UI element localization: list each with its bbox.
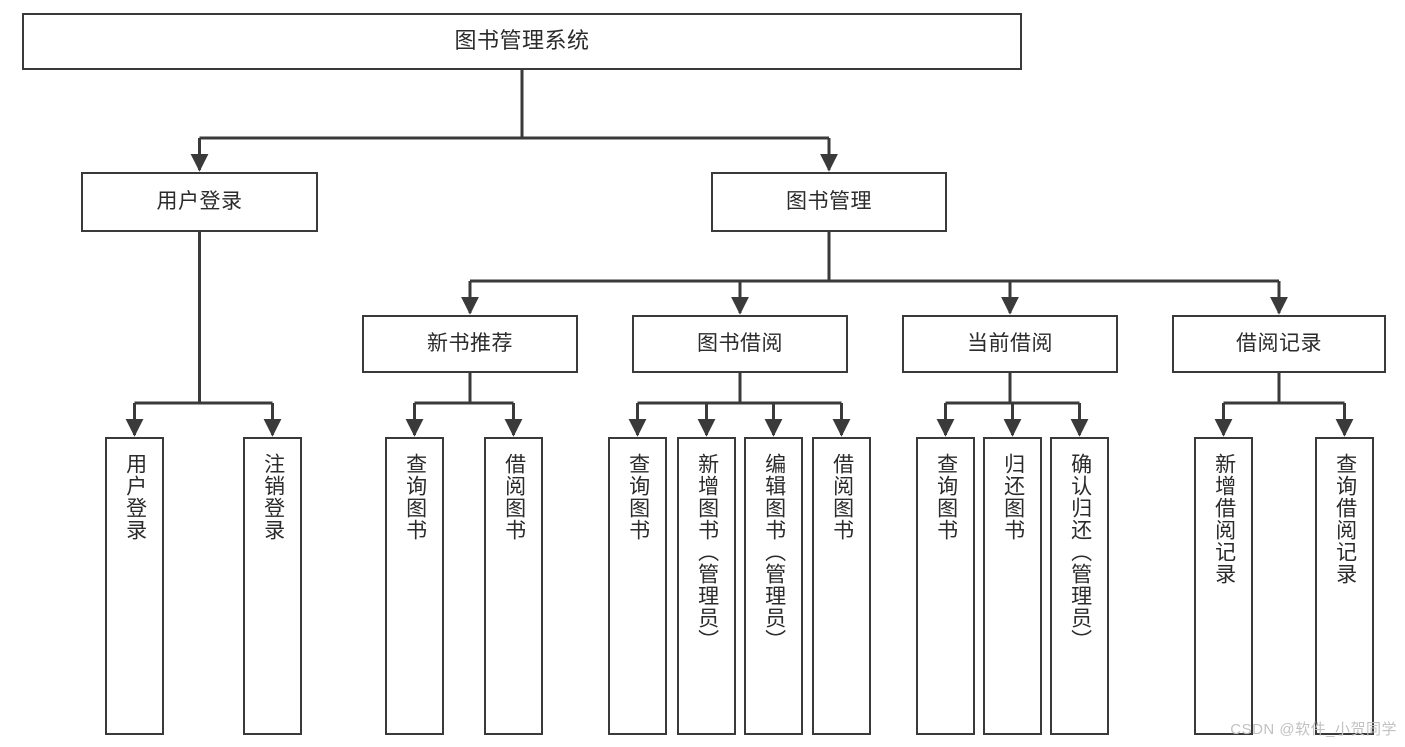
node-current-borrow-label: 当前借阅 <box>967 332 1053 356</box>
node-leaf-borrow-book-label: 借阅图书 <box>830 453 854 541</box>
node-leaf-query-book-current-label: 查询图书 <box>934 453 958 541</box>
node-leaf-user-login[interactable]: 用户登录 <box>105 437 164 735</box>
node-leaf-borrow-book-rec-label: 借阅图书 <box>502 453 526 541</box>
node-root[interactable]: 图书管理系统 <box>22 13 1022 70</box>
node-book-borrow-label: 图书借阅 <box>697 332 783 356</box>
node-leaf-return-book[interactable]: 归还图书 <box>983 437 1042 735</box>
node-leaf-borrow-book-rec[interactable]: 借阅图书 <box>484 437 543 735</box>
node-current-borrow[interactable]: 当前借阅 <box>902 315 1118 373</box>
node-leaf-edit-book-admin-label: 编辑图书（管理员） <box>762 453 786 651</box>
node-leaf-logout-login[interactable]: 注销登录 <box>243 437 302 735</box>
node-leaf-add-borrow-record-label: 新增借阅记录 <box>1212 453 1236 585</box>
node-leaf-add-borrow-record[interactable]: 新增借阅记录 <box>1194 437 1253 735</box>
node-new-book-recommend[interactable]: 新书推荐 <box>362 315 578 373</box>
node-user-login[interactable]: 用户登录 <box>81 172 318 232</box>
node-leaf-query-book-borrow-label: 查询图书 <box>626 453 650 541</box>
node-borrow-record-label: 借阅记录 <box>1236 332 1322 356</box>
node-leaf-logout-login-label: 注销登录 <box>261 453 285 541</box>
node-book-manage[interactable]: 图书管理 <box>711 172 947 232</box>
node-leaf-edit-book-admin[interactable]: 编辑图书（管理员） <box>744 437 803 735</box>
node-leaf-query-book-current[interactable]: 查询图书 <box>916 437 975 735</box>
csdn-watermark: CSDN @软件_小贺同学 <box>1230 721 1397 738</box>
node-new-book-recommend-label: 新书推荐 <box>427 332 513 356</box>
node-leaf-query-borrow-record[interactable]: 查询借阅记录 <box>1315 437 1374 735</box>
node-leaf-confirm-return-admin-label: 确认归还（管理员） <box>1068 453 1092 651</box>
node-leaf-user-login-label: 用户登录 <box>123 453 147 541</box>
node-book-borrow[interactable]: 图书借阅 <box>632 315 848 373</box>
node-user-login-label: 用户登录 <box>156 190 243 214</box>
node-root-label: 图书管理系统 <box>454 28 590 54</box>
node-leaf-add-book-admin[interactable]: 新增图书（管理员） <box>677 437 736 735</box>
node-leaf-confirm-return-admin[interactable]: 确认归还（管理员） <box>1050 437 1109 735</box>
node-borrow-record[interactable]: 借阅记录 <box>1172 315 1386 373</box>
node-book-manage-label: 图书管理 <box>786 190 872 214</box>
node-leaf-add-book-admin-label: 新增图书（管理员） <box>695 453 719 651</box>
node-leaf-borrow-book[interactable]: 借阅图书 <box>812 437 871 735</box>
node-leaf-return-book-label: 归还图书 <box>1001 453 1025 541</box>
node-leaf-query-book-rec-label: 查询图书 <box>403 453 427 541</box>
node-leaf-query-book-rec[interactable]: 查询图书 <box>385 437 444 735</box>
node-leaf-query-book-borrow[interactable]: 查询图书 <box>608 437 667 735</box>
node-leaf-query-borrow-record-label: 查询借阅记录 <box>1333 453 1357 585</box>
